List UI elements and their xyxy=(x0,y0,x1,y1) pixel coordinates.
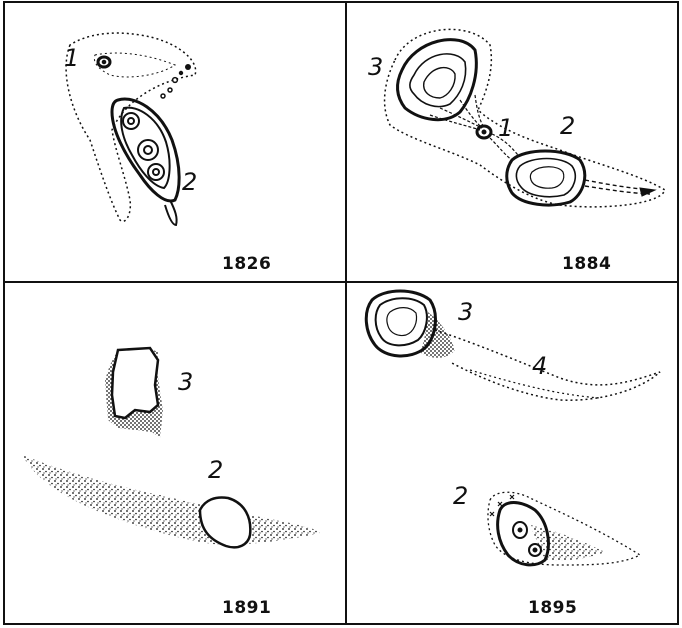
panel-1895-drawing xyxy=(366,291,660,565)
panel-1895-label-2: 2 xyxy=(453,484,468,508)
panel-1895-label-3: 3 xyxy=(458,300,473,324)
panel-1884-label-2: 2 xyxy=(560,114,575,138)
panel-1826-year-label: 1826 xyxy=(222,254,271,274)
panel-1884-label-1: 1 xyxy=(498,116,513,140)
panel-grid-lines xyxy=(4,2,678,624)
panel-1826-label-2: 2 xyxy=(182,170,197,194)
panel-1884-year-label: 1884 xyxy=(562,254,611,274)
panel-1891-label-3: 3 xyxy=(178,370,193,394)
panel-1891-label-2: 2 xyxy=(208,458,223,482)
panel-1891-year-label: 1891 xyxy=(222,598,271,618)
panel-1884-label-3: 3 xyxy=(368,55,383,79)
panel-1826-label-1: 1 xyxy=(64,46,79,70)
panel-1826-drawing xyxy=(66,33,196,225)
panel-1891-drawing xyxy=(22,348,320,547)
panel-1895-year-label: 1895 xyxy=(528,598,577,618)
panel-1895-label-4: 4 xyxy=(532,354,547,378)
panel-1884-drawing xyxy=(385,29,665,207)
